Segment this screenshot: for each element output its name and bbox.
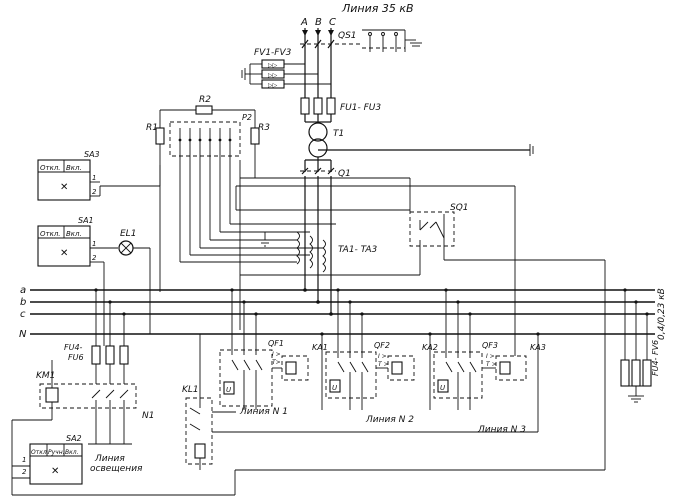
lighting-line-1: Линия xyxy=(94,454,125,464)
p2-label: P2 xyxy=(242,113,252,122)
el1-label: EL1 xyxy=(120,229,136,239)
feeder-line-1: U QF1 I > T> KA1 Линия N 1 xyxy=(212,288,330,433)
sa1-t2: 2 xyxy=(92,254,97,262)
lighting-line-2: освещения xyxy=(90,464,143,474)
sa2-manual: Ручн. xyxy=(48,449,65,456)
phase-b-label: B xyxy=(315,17,322,28)
relay-kl1: KL1 xyxy=(182,334,213,470)
line-2-label: Линия N 2 xyxy=(365,415,414,425)
fu4-fu6-left-a: FU4- xyxy=(64,343,83,352)
bus-n-label: N xyxy=(19,329,27,340)
svg-text:✕: ✕ xyxy=(51,466,59,477)
surge-arresters-fv1-fv3: FV1-FV3 ▷▷ ▷▷ ▷▷ xyxy=(241,48,331,89)
phase-c-label: C xyxy=(329,17,336,28)
lamp-el1: EL1 xyxy=(118,229,151,334)
sa3-on: Вкл. xyxy=(66,164,82,172)
svg-text:✕: ✕ xyxy=(60,248,68,259)
current-transformers-ta1-ta3: TA1- TA3 xyxy=(180,223,377,273)
r3-label: R3 xyxy=(258,123,270,133)
qf1-i: I > xyxy=(272,351,281,358)
km1-label: KM1 xyxy=(36,371,55,381)
fuses-fu4-fu6-left: FU4- FU6 xyxy=(64,288,129,384)
switch-sa1: SA1 Откл. Вкл. ✕ 1 2 xyxy=(37,216,118,346)
transformer-t1: T1 xyxy=(304,121,534,172)
sa2-t2: 2 xyxy=(22,468,27,476)
line-35kv-title: Линия 35 кВ xyxy=(341,2,414,15)
sa1-off: Откл. xyxy=(40,230,61,238)
sa3-title: SA3 xyxy=(84,150,100,159)
f3-u: U xyxy=(440,384,445,392)
sa2-title: SA2 xyxy=(66,434,82,443)
line-1-label: Линия N 1 xyxy=(239,407,288,417)
control-wiring xyxy=(100,160,411,212)
svg-text:▷▷: ▷▷ xyxy=(268,82,278,89)
qf2-t: T > xyxy=(378,361,389,368)
qf2-i: I > xyxy=(378,353,387,360)
svg-text:✕: ✕ xyxy=(60,182,68,193)
sa1-on: Вкл. xyxy=(66,230,82,238)
svg-text:▷▷: ▷▷ xyxy=(268,62,278,69)
n1-label: N1 xyxy=(142,411,154,421)
qf3-i: I > xyxy=(486,353,495,360)
lighting-line: Линия освещения xyxy=(88,443,143,474)
bus-voltage-label: 0,4/0,23 кВ xyxy=(657,288,667,340)
switch-sa3: SA3 Откл. Вкл. ✕ 1 2 xyxy=(37,150,101,201)
limit-switch-sq1: SQ1 xyxy=(240,203,606,440)
fu4-fu6-left-b: FU6 xyxy=(68,353,84,362)
kl1-label: KL1 xyxy=(182,385,199,395)
qs1-label: QS1 xyxy=(338,31,357,41)
sq1-label: SQ1 xyxy=(450,203,469,213)
feeder-line-2: U QF2 I > T > KA2 Линия N 2 xyxy=(325,288,462,433)
fv1-fv3-label: FV1-FV3 xyxy=(254,48,292,58)
line-3-label: Линия N 3 xyxy=(477,425,526,435)
disconnector-qs1: QS1 xyxy=(300,29,422,52)
breaker-q1: Q1 xyxy=(300,167,351,314)
sa2-on: Вкл. xyxy=(65,449,79,456)
r2-label: R2 xyxy=(199,95,211,105)
sa1-title: SA1 xyxy=(78,216,94,225)
phase-a-label: A xyxy=(300,17,308,28)
fu1-fu3-label: FU1- FU3 xyxy=(340,103,381,113)
bus-a-label: a xyxy=(20,285,26,296)
qf3-t: T > xyxy=(486,361,497,368)
qf1-t: T> xyxy=(272,359,281,366)
sa3-t1: 1 xyxy=(92,174,96,182)
feeder-line-3: U QF3 I > T > KA3 Линия N 3 xyxy=(410,185,546,435)
busbars: a b c N 0,4/0,23 кВ xyxy=(19,285,667,340)
qf2-label: QF2 xyxy=(374,341,390,350)
line-35kv-header: Линия 35 кВ A B C xyxy=(300,2,414,28)
sa3-t2: 2 xyxy=(92,188,97,196)
contactor-km1: KM1 N1 xyxy=(11,360,154,478)
svg-text:▷▷: ▷▷ xyxy=(268,72,278,79)
f2-u: U xyxy=(332,384,337,392)
resistor-network: R2 R1 R3 P2 xyxy=(146,95,270,330)
sa2-off: Откл. xyxy=(31,449,49,456)
fuses-fu4-fv6-right: FU4- FV6 xyxy=(620,288,660,403)
sa2-t1: 1 xyxy=(22,456,26,464)
r1-label: R1 xyxy=(146,123,158,133)
q1-label: Q1 xyxy=(338,169,351,179)
bus-c-label: c xyxy=(20,309,26,320)
t1-label: T1 xyxy=(333,129,344,139)
ka1-label: KA1 xyxy=(312,343,328,352)
switch-sa2: SA2 Откл. Ручн. Вкл. ✕ 1 2 xyxy=(11,434,606,496)
qf1-label: QF1 xyxy=(268,339,284,348)
fu4-fv6-right-label: FU4- FV6 xyxy=(651,340,660,376)
sa3-off: Откл. xyxy=(40,164,61,172)
sa1-t1: 1 xyxy=(92,240,96,248)
qf3-label: QF3 xyxy=(482,341,498,350)
f1-u: U xyxy=(226,386,231,394)
fuses-fu1-fu3: FU1- FU3 xyxy=(300,97,381,115)
bus-b-label: b xyxy=(20,297,26,308)
ta-label: TA1- TA3 xyxy=(338,245,377,255)
